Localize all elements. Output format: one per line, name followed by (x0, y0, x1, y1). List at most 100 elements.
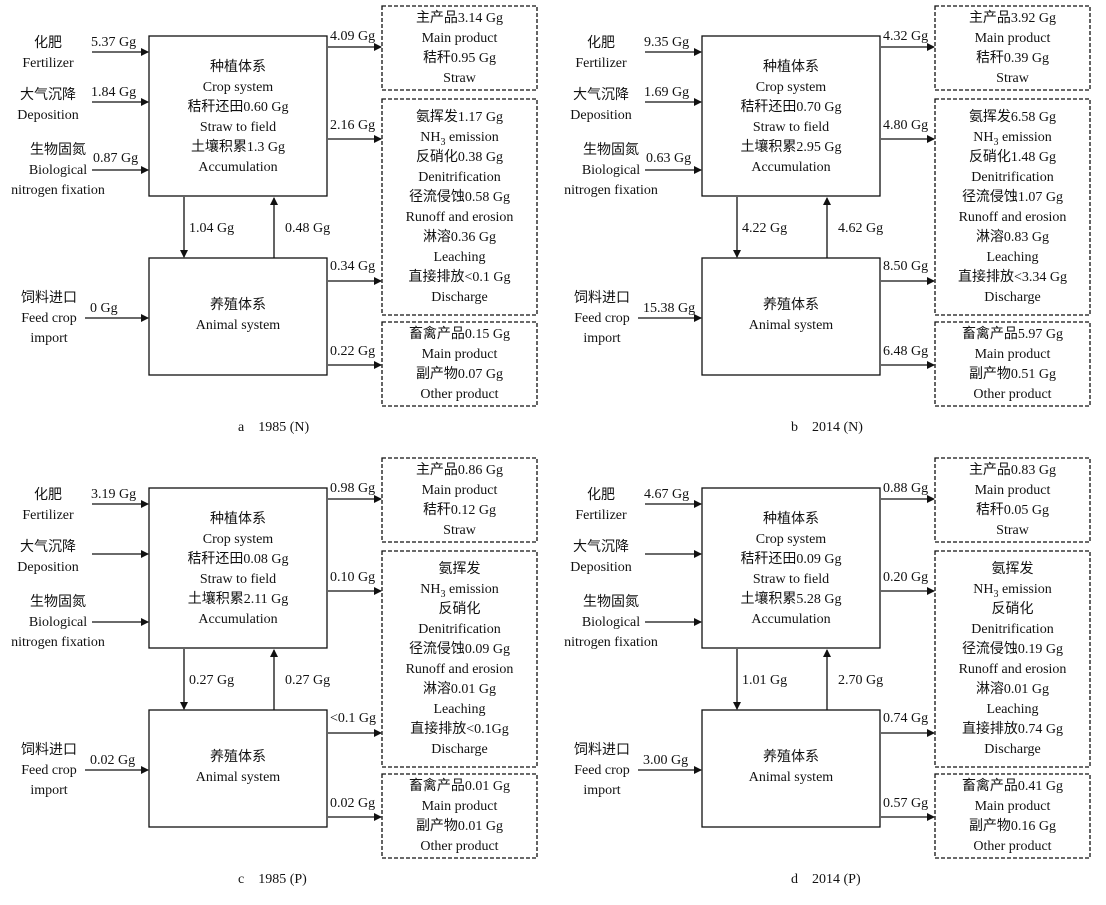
accumulation-value: 土壤积累2.11 Gg (187, 592, 289, 607)
accumulation-value: 土壤积累5.28 Gg (740, 592, 842, 607)
animal-loss-value: 0.74 Gg (883, 711, 929, 726)
accumulation-value: 土壤积累1.3 Gg (190, 140, 286, 155)
fertilizer-value: 4.67 Gg (644, 487, 690, 502)
crop-product-value: 0.88 Gg (883, 481, 929, 496)
flow-arrows (638, 457, 1091, 859)
animal-product-box (381, 321, 538, 407)
animal-product-value: 0.22 Gg (330, 344, 376, 359)
loss-text: 氨挥发6.58 Gg NH3 emission 反硝化1.48 Gg Denit… (957, 110, 1067, 305)
crop-system-box (701, 487, 881, 649)
crop-product-box (381, 457, 538, 543)
crop-product-value: 4.32 Gg (883, 29, 929, 44)
crop-to-animal-value: 1.04 Gg (189, 221, 235, 236)
animal-system-text: 养殖体系 Animal system (195, 750, 281, 785)
animal-product-text: 畜禽产品0.01 Gg Main product 副产物0.01 Gg Othe… (408, 779, 511, 854)
loss-text: 氨挥发 NH3 emission 反硝化 Denitrification 径流侵… (958, 562, 1067, 757)
crop-to-animal-value: 4.22 Gg (742, 221, 788, 236)
crop-loss-value: 0.20 Gg (883, 570, 929, 585)
flow-arrows (85, 457, 538, 859)
flow-arrows (638, 5, 1091, 407)
straw-to-field-value: 秸秆还田0.08 Gg (187, 552, 289, 567)
animal-system-box (701, 257, 881, 376)
crop-system-text: 种植体系 Crop system 秸秆还田0.60 Gg Straw to fi… (149, 58, 327, 178)
fixation-value: 0.63 Gg (646, 151, 692, 166)
animal-system-box (148, 257, 328, 376)
crop-system-text: 种植体系 Crop system 秸秆还田0.08 Gg Straw to fi… (149, 510, 327, 630)
animal-product-value: 6.48 Gg (883, 344, 929, 359)
animal-system: 养殖体系 Animal system (702, 710, 880, 827)
animal-system-box (148, 709, 328, 828)
straw-to-field-value: 秸秆还田0.09 Gg (740, 552, 842, 567)
crop-product-value: 0.98 Gg (330, 481, 376, 496)
feed-import-value: 0.02 Gg (90, 753, 136, 768)
straw-to-field-value: 秸秆还田0.60 Gg (187, 100, 289, 115)
crop-system-text: 种植体系 Crop system 秸秆还田0.09 Gg Straw to fi… (702, 510, 880, 630)
straw-to-field-value: 秸秆还田0.70 Gg (740, 100, 842, 115)
crop-system: 种植体系 Crop system 秸秆还田0.09 Gg Straw to fi… (702, 488, 880, 648)
crop-product-box (381, 5, 538, 91)
crop-product-text: 主产品3.14 Gg Main product 秸秆0.95 Gg Straw (415, 11, 504, 86)
crop-product-value: 4.09 Gg (330, 29, 376, 44)
animal-product-text: 畜禽产品0.41 Gg Main product 副产物0.16 Gg Othe… (961, 779, 1064, 854)
crop-system-box (148, 487, 328, 649)
loss-box (934, 98, 1091, 316)
crop-system-box (148, 35, 328, 197)
crop-system: 种植体系 Crop system 秸秆还田0.60 Gg Straw to fi… (149, 36, 327, 196)
crop-to-animal-value: 0.27 Gg (189, 673, 235, 688)
animal-product-box (934, 773, 1091, 859)
fertilizer-value: 9.35 Gg (644, 35, 690, 50)
deposition-value: 1.84 Gg (91, 85, 137, 100)
panel-caption: a 1985 (N) (238, 420, 310, 435)
animal-system: 养殖体系 Animal system (149, 258, 327, 375)
loss-box (934, 550, 1091, 768)
animal-to-crop-value: 4.62 Gg (838, 221, 884, 236)
animal-system-text: 养殖体系 Animal system (748, 298, 834, 333)
crop-system: 种植体系 Crop system 秸秆还田0.70 Gg Straw to fi… (702, 36, 880, 196)
crop-product-text: 主产品0.83 Gg Main product 秸秆0.05 Gg Straw (968, 463, 1057, 538)
crop-product-text: 主产品3.92 Gg Main product 秸秆0.39 Gg Straw (968, 11, 1057, 86)
animal-loss-value: 8.50 Gg (883, 259, 929, 274)
fertilizer-value: 5.37 Gg (91, 35, 137, 50)
animal-system-box (701, 709, 881, 828)
animal-product-text: 畜禽产品0.15 Gg Main product 副产物0.07 Gg Othe… (408, 327, 511, 402)
animal-system: 养殖体系 Animal system (149, 710, 327, 827)
animal-product-value: 0.02 Gg (330, 796, 376, 811)
panel-caption: c 1985 (P) (238, 872, 307, 887)
animal-product-box (381, 773, 538, 859)
animal-to-crop-value: 0.27 Gg (285, 673, 331, 688)
fertilizer-value: 3.19 Gg (91, 487, 137, 502)
crop-product-box (934, 5, 1091, 91)
animal-product-box (934, 321, 1091, 407)
crop-system-text: 种植体系 Crop system 秸秆还田0.70 Gg Straw to fi… (702, 58, 880, 178)
animal-to-crop-value: 0.48 Gg (285, 221, 331, 236)
fixation-value: 0.87 Gg (93, 151, 139, 166)
animal-system-text: 养殖体系 Animal system (748, 750, 834, 785)
feed-import-value: 0 Gg (90, 301, 118, 316)
animal-system-text: 养殖体系 Animal system (195, 298, 281, 333)
loss-box (381, 550, 538, 768)
animal-product-text: 畜禽产品5.97 Gg Main product 副产物0.51 Gg Othe… (961, 327, 1064, 402)
crop-product-text: 主产品0.86 Gg Main product 秸秆0.12 Gg Straw (415, 463, 504, 538)
crop-product-box (934, 457, 1091, 543)
animal-loss-value: 0.34 Gg (330, 259, 376, 274)
animal-product-value: 0.57 Gg (883, 796, 929, 811)
crop-to-animal-value: 1.01 Gg (742, 673, 788, 688)
